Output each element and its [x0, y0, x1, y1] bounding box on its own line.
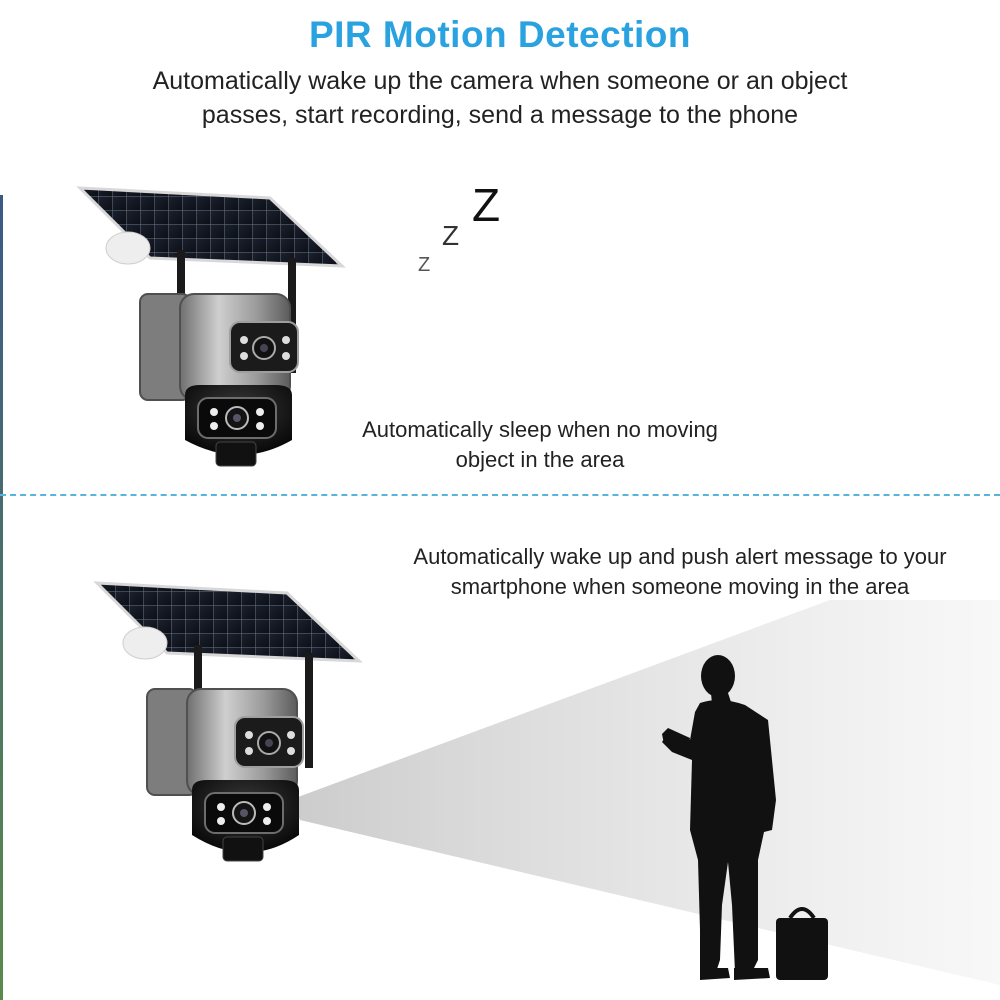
snore-z-large: Z	[472, 179, 501, 231]
detection-beam	[290, 600, 1000, 985]
person-silhouette	[662, 655, 828, 980]
snore-z-medium: Z	[442, 220, 460, 251]
section-divider	[0, 494, 1000, 496]
wake-caption: Automatically wake up and push alert mes…	[413, 544, 947, 599]
page-title: PIR Motion Detection	[308, 14, 692, 55]
camera-sleeping	[76, 186, 346, 467]
antenna-right	[288, 258, 296, 373]
camera-active	[93, 581, 363, 862]
left-edge-strip	[0, 195, 3, 1000]
sleep-caption: Automatically sleep when no moving objec…	[362, 417, 718, 472]
antenna-right	[305, 653, 313, 768]
page-subtitle: Automatically wake up the camera when so…	[152, 67, 848, 129]
snore-z-small: Z	[418, 254, 431, 276]
